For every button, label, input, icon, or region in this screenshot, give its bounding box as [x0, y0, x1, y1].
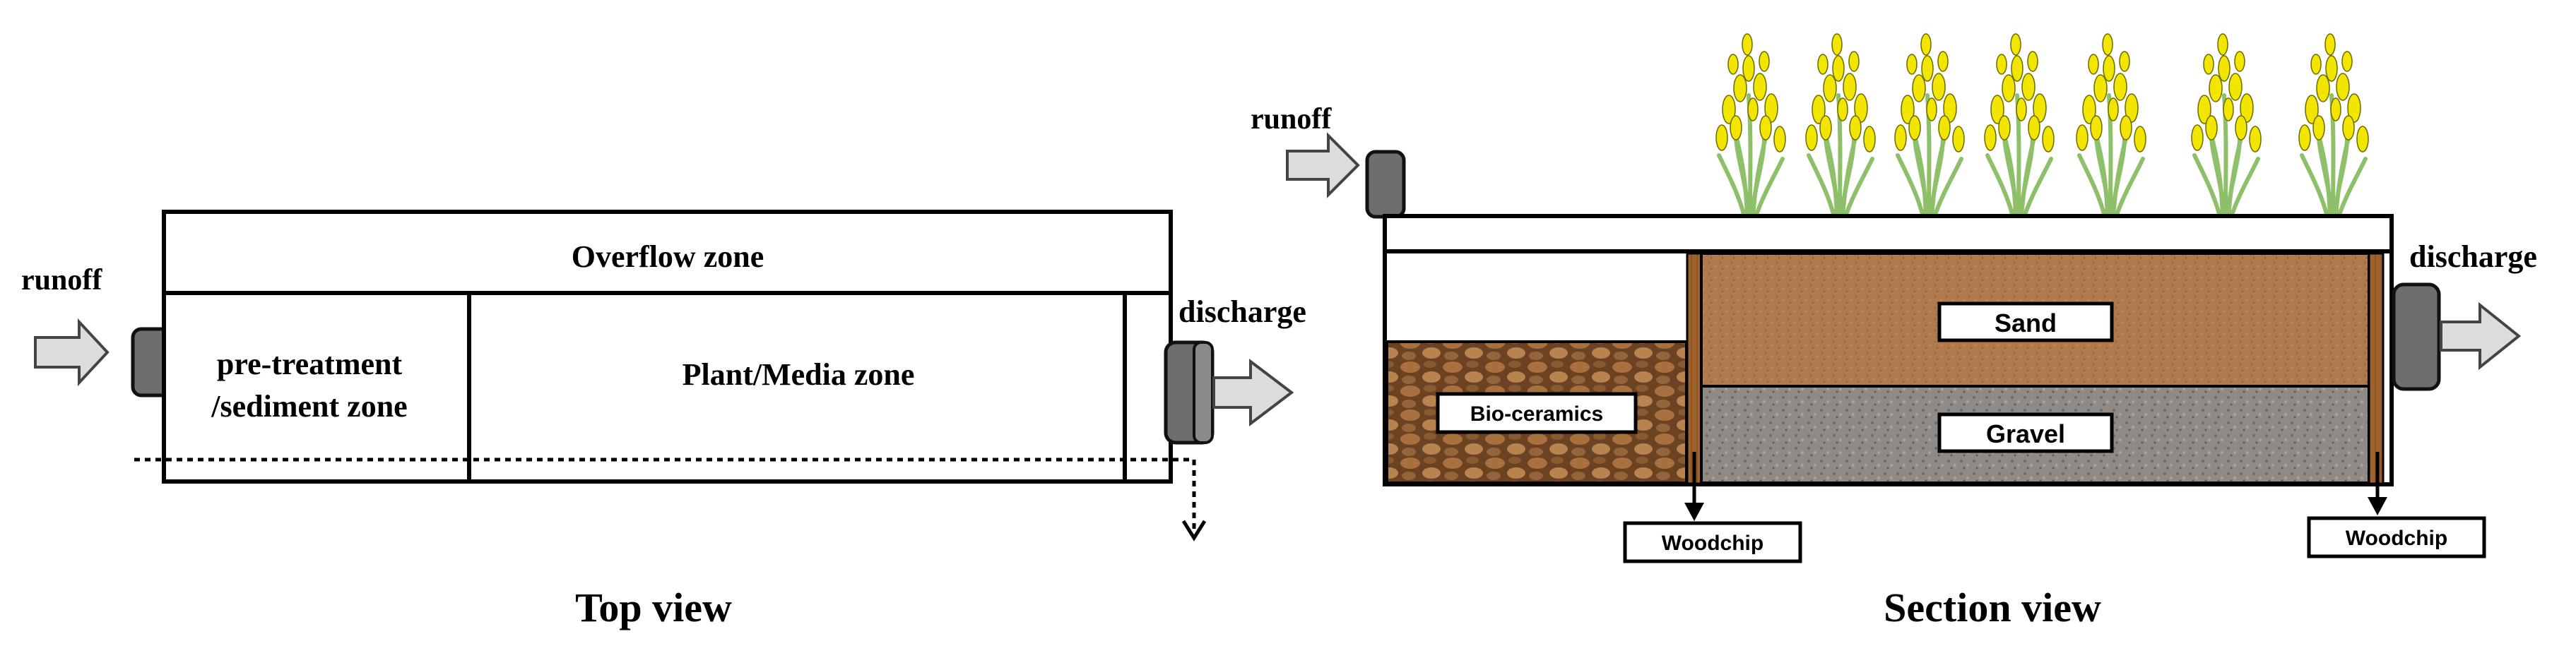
section-view-outlet-pipe — [2392, 282, 2441, 391]
section-top-surface — [1383, 214, 2394, 253]
plant-2 — [1806, 34, 1875, 217]
top-view-discharge-label: discharge — [1178, 294, 1306, 329]
gravel-label: Gravel — [1986, 419, 2065, 448]
top-view-outlet-pipe-end — [1193, 341, 1214, 444]
plant-3 — [1895, 34, 1964, 217]
bioceramics-label-box — [1436, 392, 1638, 434]
pretreatment-water-space — [1387, 253, 1686, 341]
section-view-discharge-label: discharge — [2409, 239, 2537, 274]
woodchip-left-arrowhead — [1684, 503, 1704, 521]
top-view: runoff Overflow zone pre-treatment /sedi… — [21, 210, 1306, 630]
woodchip-left-label: Woodchip — [1662, 532, 1763, 555]
top-view-caption: Top view — [575, 585, 732, 630]
plant-6 — [2192, 34, 2261, 217]
bioceramics-label: Bio-ceramics — [1470, 402, 1603, 426]
section-view-runoff-arrow — [1286, 132, 1360, 198]
sand-label-box — [1937, 301, 2114, 342]
woodchip-left-label-box — [1623, 521, 1802, 563]
plants — [1716, 34, 2368, 217]
section-view-discharge-arrow — [2440, 301, 2522, 371]
woodchip-wall-left — [1686, 252, 1703, 485]
plant-7 — [2299, 34, 2368, 217]
pretreatment-label-line1: pre-treatment — [217, 347, 403, 381]
gravel-label-box — [1937, 412, 2114, 453]
sand-label: Sand — [1995, 309, 2057, 337]
top-view-drain-arrowhead — [1181, 520, 1207, 542]
section-view: runoff Sand Gravel — [1251, 34, 2537, 630]
top-view-outer-box — [162, 210, 1173, 484]
section-view-caption: Section view — [1884, 585, 2101, 630]
section-view-runoff-label: runoff — [1251, 103, 1332, 136]
top-view-runoff-arrow — [34, 318, 110, 387]
woodchip-right-label-box — [2307, 516, 2486, 558]
plant-5 — [2076, 34, 2146, 217]
woodchip-right-arrowhead — [2368, 497, 2387, 515]
plant-1 — [1716, 34, 1785, 217]
woodchip-wall-right — [2368, 252, 2385, 485]
top-view-discharge-arrow — [1212, 358, 1294, 427]
overflow-zone-label: Overflow zone — [572, 239, 764, 274]
plant-media-zone-label: Plant/Media zone — [683, 357, 915, 392]
section-view-inlet-pipe — [1365, 150, 1406, 219]
woodchip-right-label: Woodchip — [2346, 527, 2447, 550]
top-view-runoff-label: runoff — [21, 264, 102, 297]
plant-4 — [1985, 34, 2054, 217]
pretreatment-label-line2: /sediment zone — [211, 389, 407, 424]
